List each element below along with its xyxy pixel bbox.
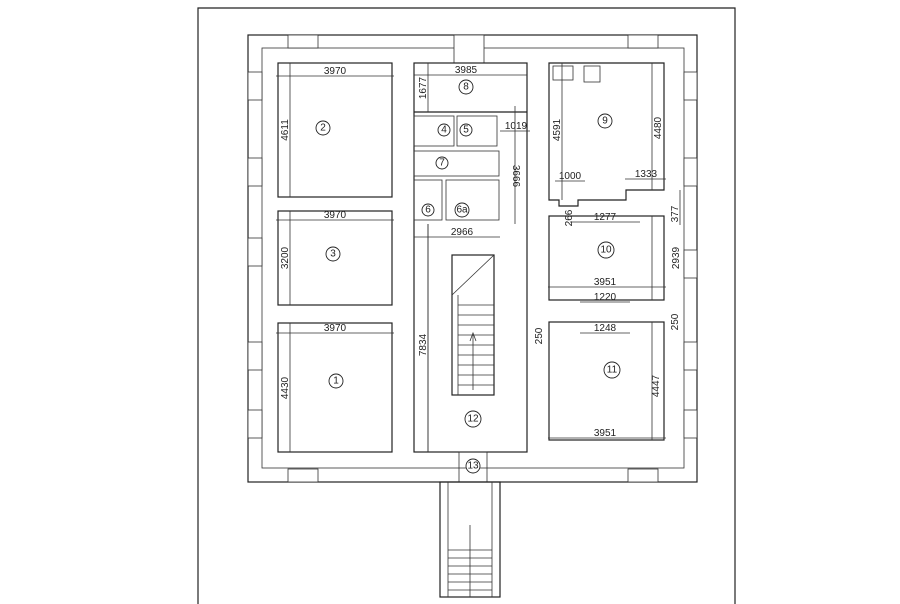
sink-icon — [552, 65, 574, 81]
entrance-stair-treads — [447, 482, 493, 597]
room-7 — [413, 150, 500, 177]
dim-1277: 1277 — [594, 212, 617, 223]
svg-text:12: 12 — [467, 414, 479, 425]
inner-wall — [261, 47, 685, 469]
dim-2966: 2966 — [451, 227, 474, 238]
room-label-11: 11 — [603, 361, 621, 379]
dim-250-right: 250 — [670, 313, 681, 330]
bath-6a — [445, 179, 500, 221]
room-label-6: 6 — [421, 203, 435, 217]
wc-5 — [456, 115, 498, 147]
dim-room10-2939: 2939 — [671, 246, 682, 269]
windows — [247, 34, 698, 483]
stove-icon — [583, 65, 601, 83]
svg-text:8: 8 — [463, 82, 469, 93]
dim-room2-width: 3970 — [324, 66, 347, 77]
dim-room1-width: 3970 — [324, 323, 347, 334]
room-label-5: 5 — [459, 123, 473, 137]
dim-room11-3951: 3951 — [594, 428, 617, 439]
room-2 — [277, 62, 393, 198]
dim-room8-width: 3985 — [455, 65, 478, 76]
dim-room8-height: 1677 — [418, 76, 429, 99]
room-label-9: 9 — [597, 113, 613, 129]
svg-text:7: 7 — [439, 158, 445, 169]
svg-text:2: 2 — [320, 123, 326, 134]
dim-1248: 1248 — [594, 323, 617, 334]
dim-1333: 1333 — [635, 169, 658, 180]
dim-1220: 1220 — [594, 292, 617, 303]
room-label-1: 1 — [328, 373, 344, 389]
svg-text:9: 9 — [602, 116, 608, 127]
room-label-2: 2 — [315, 120, 331, 136]
stair-treads — [451, 254, 495, 395]
room-10 — [548, 215, 665, 301]
dim-250-left: 250 — [534, 327, 545, 344]
dim-room10-3951: 3951 — [594, 277, 617, 288]
svg-text:5: 5 — [463, 125, 469, 136]
dim-room11-4447: 4447 — [651, 374, 662, 397]
dim-377: 377 — [670, 205, 681, 222]
room-label-4: 4 — [437, 123, 451, 137]
room-label-8: 8 — [458, 79, 474, 95]
svg-text:10: 10 — [600, 245, 612, 256]
dim-1000: 1000 — [559, 171, 582, 182]
svg-text:6a: 6a — [456, 205, 468, 216]
room-11 — [548, 321, 665, 441]
room-1 — [277, 322, 393, 453]
dim-room1-height: 4430 — [280, 376, 291, 399]
room-3 — [277, 210, 393, 306]
dim-room3-height: 3200 — [280, 246, 291, 269]
svg-text:1: 1 — [333, 376, 339, 387]
dim-room2-height: 4611 — [280, 119, 291, 141]
dimension-labels: 3970 4611 3970 3200 3970 4430 3985 1677 … — [280, 65, 682, 439]
svg-text:13: 13 — [467, 461, 479, 472]
dim-room3-width: 3970 — [324, 210, 347, 221]
room-9-kitchen — [548, 62, 665, 207]
dim-room9-4480: 4480 — [653, 116, 664, 139]
room-labels: 1 2 3 4 5 6 6a 7 8 9 10 11 12 13 — [315, 79, 621, 474]
room-label-3: 3 — [325, 246, 341, 262]
dimension-lines — [276, 63, 681, 452]
room-label-6a: 6a — [454, 202, 470, 218]
room-label-7: 7 — [435, 156, 449, 170]
svg-text:6: 6 — [425, 205, 431, 216]
wc-4 — [413, 115, 455, 147]
dim-room9-4591: 4591 — [552, 118, 563, 141]
room-label-10: 10 — [597, 241, 615, 259]
dim-266: 266 — [564, 209, 575, 226]
room-label-13: 13 — [465, 458, 481, 474]
svg-text:3: 3 — [330, 249, 336, 260]
wc-6 — [413, 179, 443, 221]
svg-text:4: 4 — [441, 125, 447, 136]
sheet-frame — [197, 7, 736, 604]
room-label-12: 12 — [464, 410, 482, 428]
dim-1019: 1019 — [505, 121, 528, 132]
svg-text:11: 11 — [607, 365, 618, 376]
dim-3666: 3666 — [510, 165, 521, 188]
dim-7834: 7834 — [418, 333, 429, 356]
